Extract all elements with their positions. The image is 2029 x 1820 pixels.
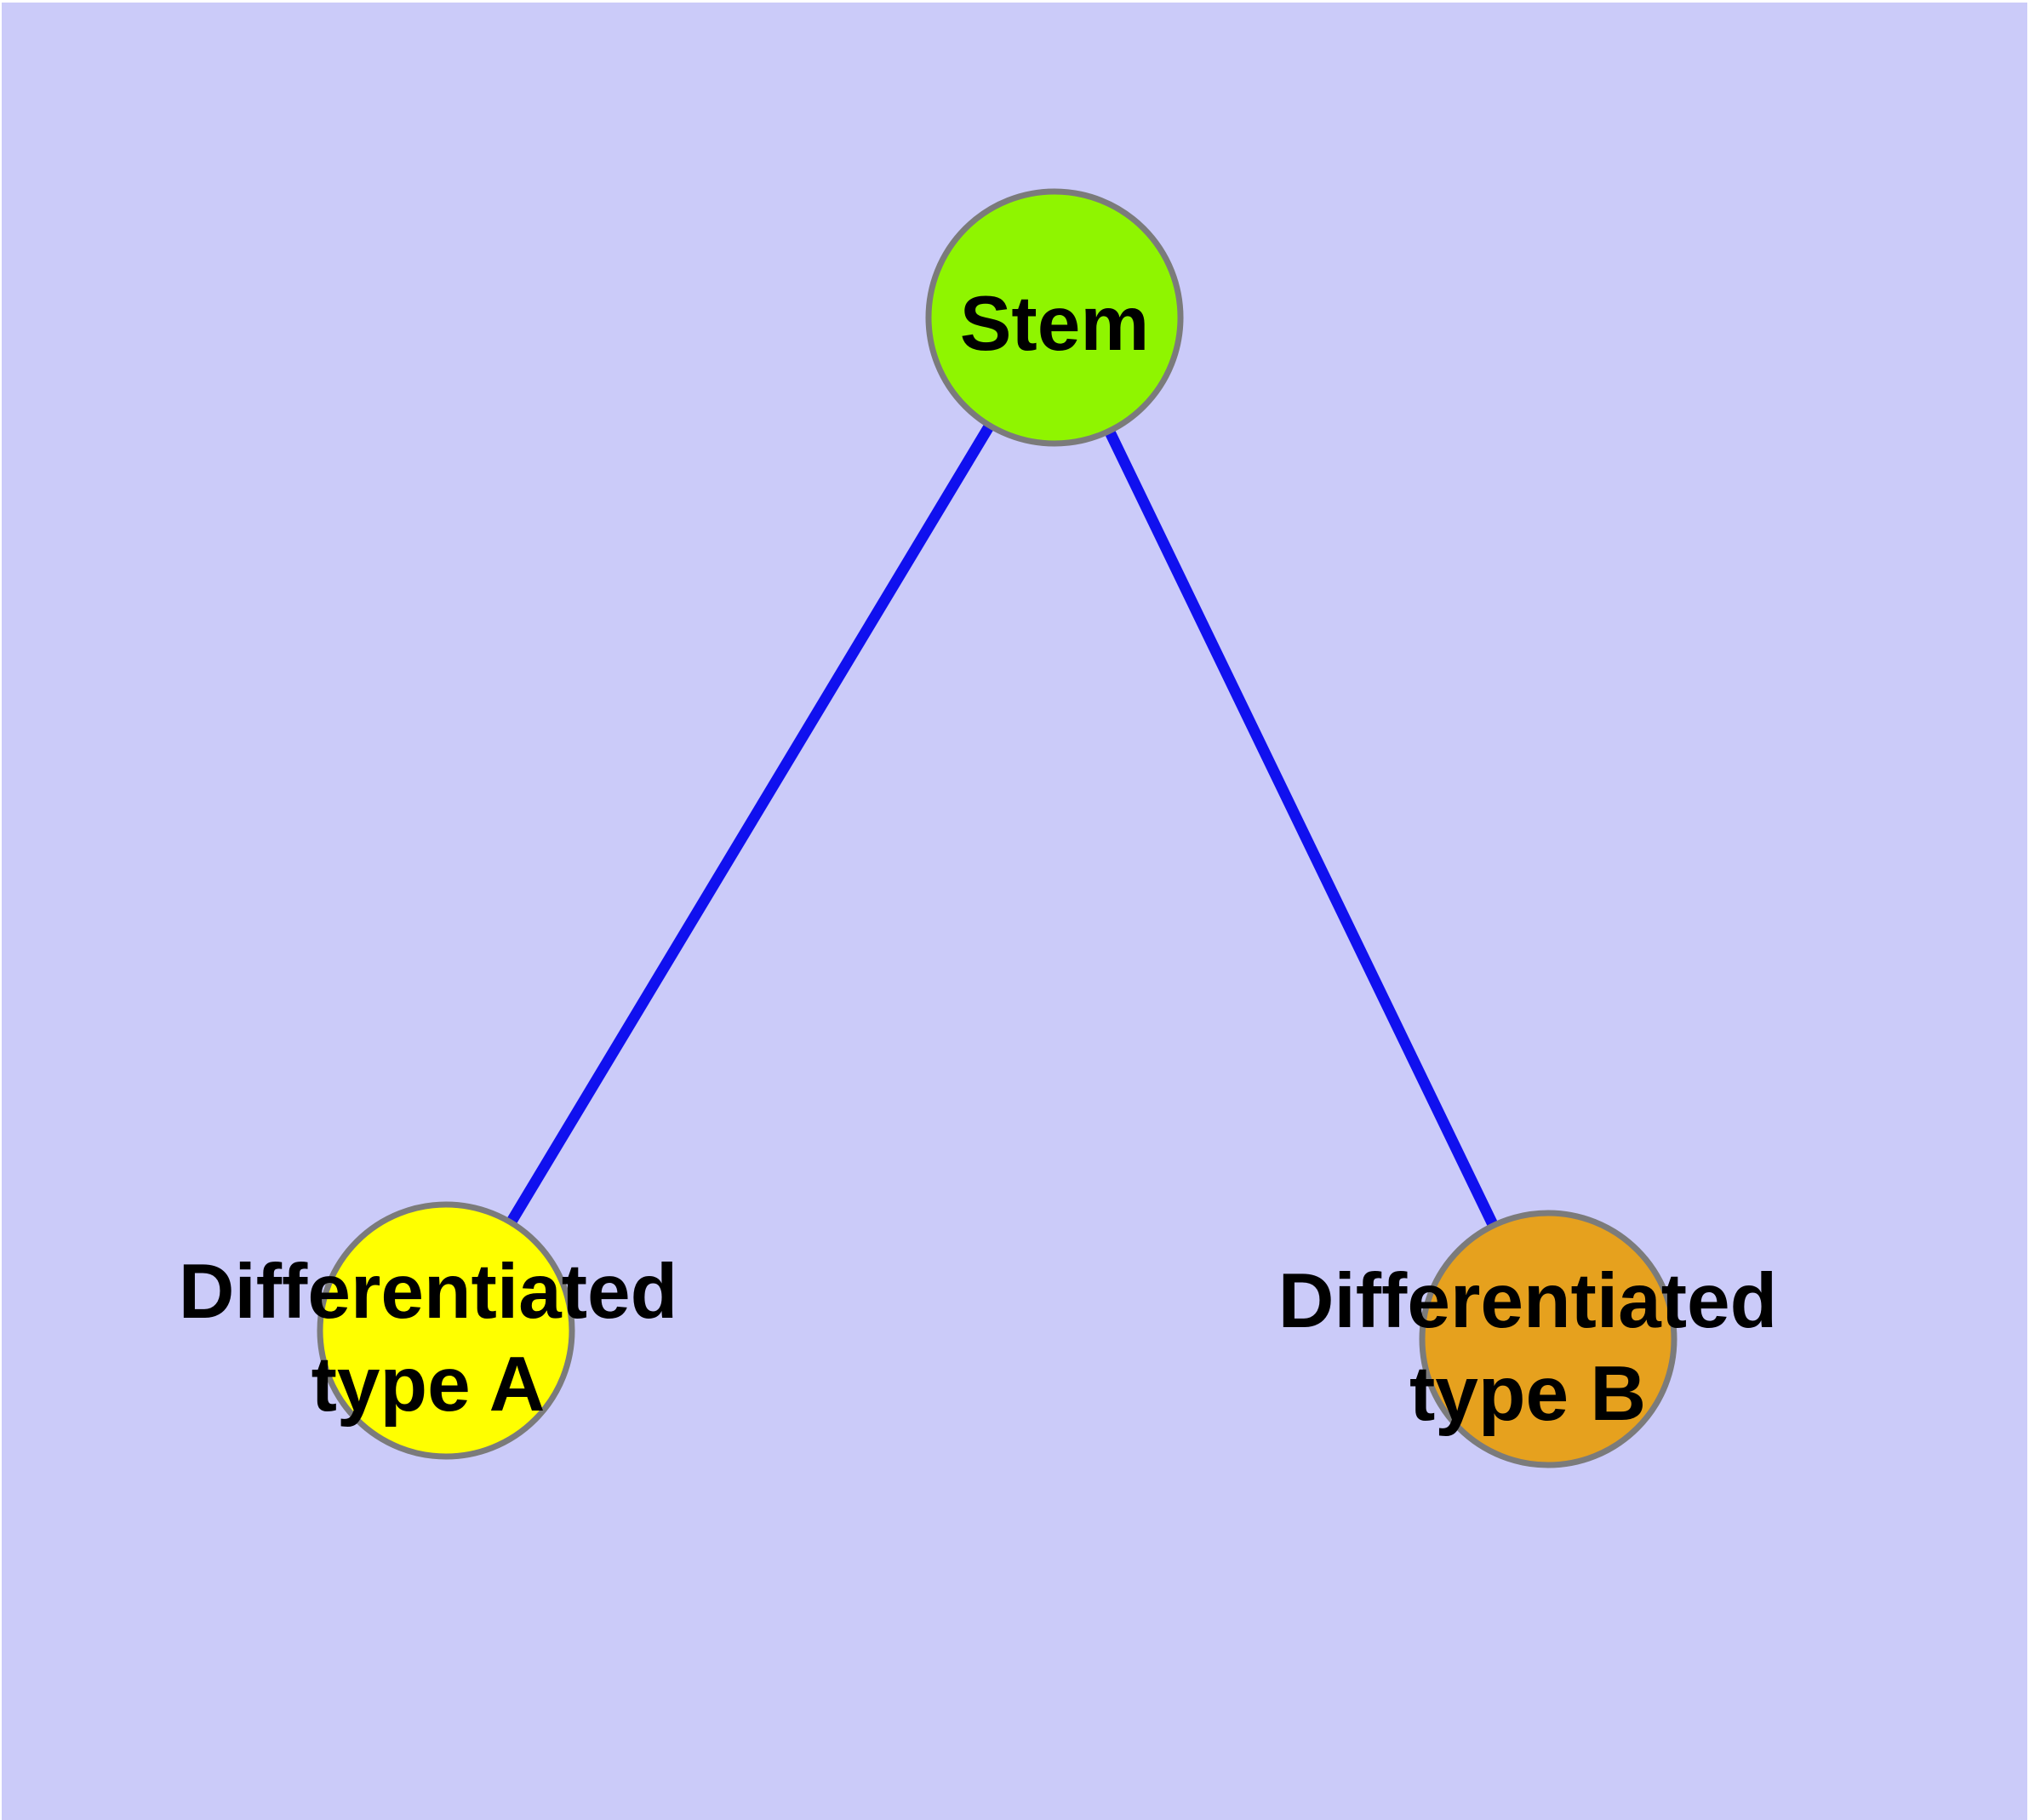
edge-stem-to-type-b bbox=[1049, 315, 1553, 1342]
node-differentiated-type-b bbox=[1419, 1210, 1677, 1468]
node-label-type-b-line1: Differentiated bbox=[1278, 1258, 1778, 1344]
node-stem bbox=[925, 188, 1184, 447]
node-layer bbox=[317, 188, 1677, 1468]
node-label-type-a-line2: type A bbox=[311, 1342, 546, 1428]
node-label-type-a-line1: Differentiated bbox=[179, 1249, 678, 1335]
node-label-type-b-line2: type B bbox=[1409, 1351, 1646, 1437]
label-layer: Stem Differentiated type A Differentiate… bbox=[179, 281, 1778, 1437]
node-differentiated-type-a bbox=[317, 1201, 575, 1460]
node-label-stem: Stem bbox=[960, 281, 1150, 367]
edge-stem-to-type-a bbox=[441, 314, 1060, 1334]
edge-layer bbox=[441, 314, 1553, 1342]
